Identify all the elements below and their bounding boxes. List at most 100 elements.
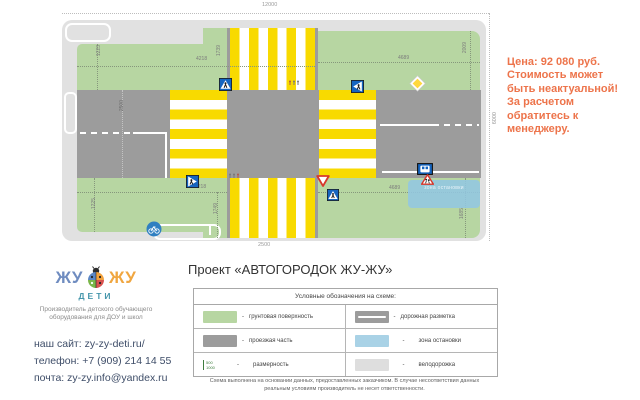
- crosswalk-east: [319, 90, 376, 178]
- legend-cell-stop-zone: - зона остановки: [346, 329, 498, 352]
- pedestrian-crossing-sign: [351, 80, 364, 93]
- dim-label: 1749: [213, 203, 219, 215]
- bike-lane-mark-left: [64, 92, 77, 134]
- priority-road-sign: [409, 75, 426, 92]
- roadway-swatch: [203, 334, 237, 347]
- crosswalk-north: [230, 28, 315, 90]
- ground-surface-swatch: [203, 310, 237, 323]
- legend-dash: -: [402, 337, 405, 344]
- price-line: Стоимость может: [507, 69, 604, 82]
- crosswalk-south: [230, 178, 315, 238]
- dim-label: 4689: [389, 185, 401, 191]
- contact-phone: телефон: +7 (909) 214 14 55: [34, 355, 172, 367]
- lane-solid-east: [380, 124, 433, 126]
- legend-cell-bike-path: - велодорожка: [346, 353, 498, 376]
- dim-label-bottom-width: 2500: [258, 242, 271, 248]
- logo-text-deti: ДЕТИ: [78, 291, 114, 301]
- guide-line: [217, 192, 218, 238]
- tagline-line: Производитель детского обучающего: [39, 306, 153, 313]
- dim-label-total-width: 12000: [262, 2, 278, 8]
- legend-dash: -: [402, 361, 405, 368]
- lane-dash-east: [433, 124, 479, 126]
- contacts: наш сайт: zy-zy-deti.ru/ телефон: +7 (90…: [34, 336, 171, 387]
- pedestrian-figures: [288, 80, 300, 86]
- stop-zone: зона остановки: [408, 180, 480, 208]
- pedestrian-crossing-sign: [186, 175, 199, 188]
- lane-solid-west: [133, 132, 167, 134]
- bike-lane-mark-top: [65, 23, 111, 42]
- guide-line: [122, 90, 123, 178]
- contact-site: наш сайт: zy-zy-deti.ru/: [34, 338, 145, 350]
- ground-top-right: [318, 31, 480, 90]
- bike-lane-tick: [209, 226, 211, 235]
- guide-line: [77, 192, 227, 193]
- ladybug-icon: [85, 266, 107, 290]
- logo-text-zhu-left: ЖУ: [55, 268, 83, 287]
- dimension-icon-value: 500: [203, 359, 223, 365]
- legend-label: грунтовая поверхность: [249, 313, 313, 320]
- dim-frame-right: [489, 13, 490, 241]
- bike-path-swatch: [354, 358, 389, 371]
- dim-label: 2500: [119, 100, 125, 112]
- legend-cell-marking: - дорожная разметка: [346, 305, 498, 328]
- legend-row: - проезжая часть - зона остановки: [194, 329, 497, 353]
- dim-label-total-height: 6000: [492, 112, 498, 125]
- legend-label: зона остановки: [418, 337, 462, 344]
- logo-text-zhu-right: ЖУ: [109, 268, 137, 287]
- legend-cell-dimension: 500 1000 - размерность: [194, 353, 346, 376]
- stop-line-west: [165, 132, 167, 178]
- legend-cell-roadway: - проезжая часть: [194, 329, 346, 352]
- note-line: Схема выполнена на основании данных, пре…: [209, 378, 480, 384]
- price-line: Цена: 92 080 руб.: [507, 56, 601, 68]
- dimension-icon: 500 1000: [203, 359, 223, 371]
- legend-row: - грунтовая поверхность - дорожная разме…: [194, 305, 497, 329]
- legend-label: размерность: [253, 361, 289, 368]
- guide-line: [77, 66, 315, 67]
- legend-header: Условные обозначения на схеме:: [194, 289, 497, 305]
- price-line: быть неактуальной!: [507, 82, 619, 95]
- legend-row: 500 1000 - размерность - велодорожка: [194, 353, 497, 376]
- contact-email: почта: zy-zy.info@yandex.ru: [34, 372, 168, 384]
- legend-note: Схема выполнена на основании данных, пре…: [193, 378, 496, 393]
- tagline-line: оборудования для ДОУ и школ: [49, 314, 143, 321]
- stop-zone-swatch: [354, 334, 389, 347]
- legend-dash: -: [242, 337, 244, 344]
- children-warning-sign: [420, 174, 435, 185]
- legend-dash: -: [393, 313, 396, 320]
- crosswalk-west: [170, 90, 227, 178]
- dim-label: 4218: [196, 56, 208, 62]
- legend-label: велодорожка: [418, 361, 456, 368]
- price-line: менеджеру.: [507, 123, 570, 136]
- legend-dash: -: [242, 313, 244, 320]
- pedestrian-crossing-sign: [219, 78, 232, 91]
- project-title: Проект «АВТОГОРОДОК ЖУ-ЖУ»: [188, 262, 393, 277]
- price-line: За расчетом: [507, 96, 575, 109]
- price-block: Цена: 92 080 руб. Стоимость может быть н…: [507, 56, 640, 136]
- dim-label: 1685: [459, 208, 465, 220]
- note-line: реальным условиям производитель не несет…: [264, 385, 425, 392]
- guide-line: [318, 62, 480, 63]
- legend-label: дорожная разметка: [400, 313, 456, 320]
- legend-cell-ground: - грунтовая поверхность: [194, 305, 346, 328]
- bicycle-path-sign: [146, 221, 162, 237]
- pedestrian-figures: [228, 173, 240, 179]
- guide-line: [465, 178, 466, 238]
- dim-label: 1223: [96, 45, 102, 57]
- guide-line: [97, 44, 98, 90]
- stop-zone-label: зона остановки: [424, 185, 464, 191]
- dim-label: 1739: [216, 45, 222, 57]
- ground-top-left: [77, 44, 227, 90]
- bus-stop-sign: [417, 163, 433, 175]
- legend-label: проезжая часть: [249, 337, 293, 344]
- guide-line: [318, 192, 480, 193]
- yield-sign: [316, 175, 330, 187]
- dim-frame-top: [62, 13, 489, 14]
- legend-table: Условные обозначения на схеме: - грунтов…: [193, 288, 498, 377]
- guide-line: [94, 178, 95, 232]
- dimension-icon-value: 1000: [203, 364, 223, 370]
- lane-dash-west: [80, 132, 133, 134]
- road-marking-swatch: [354, 310, 389, 323]
- legend-dash: -: [237, 361, 239, 368]
- price-line: обратитесь к: [507, 109, 579, 122]
